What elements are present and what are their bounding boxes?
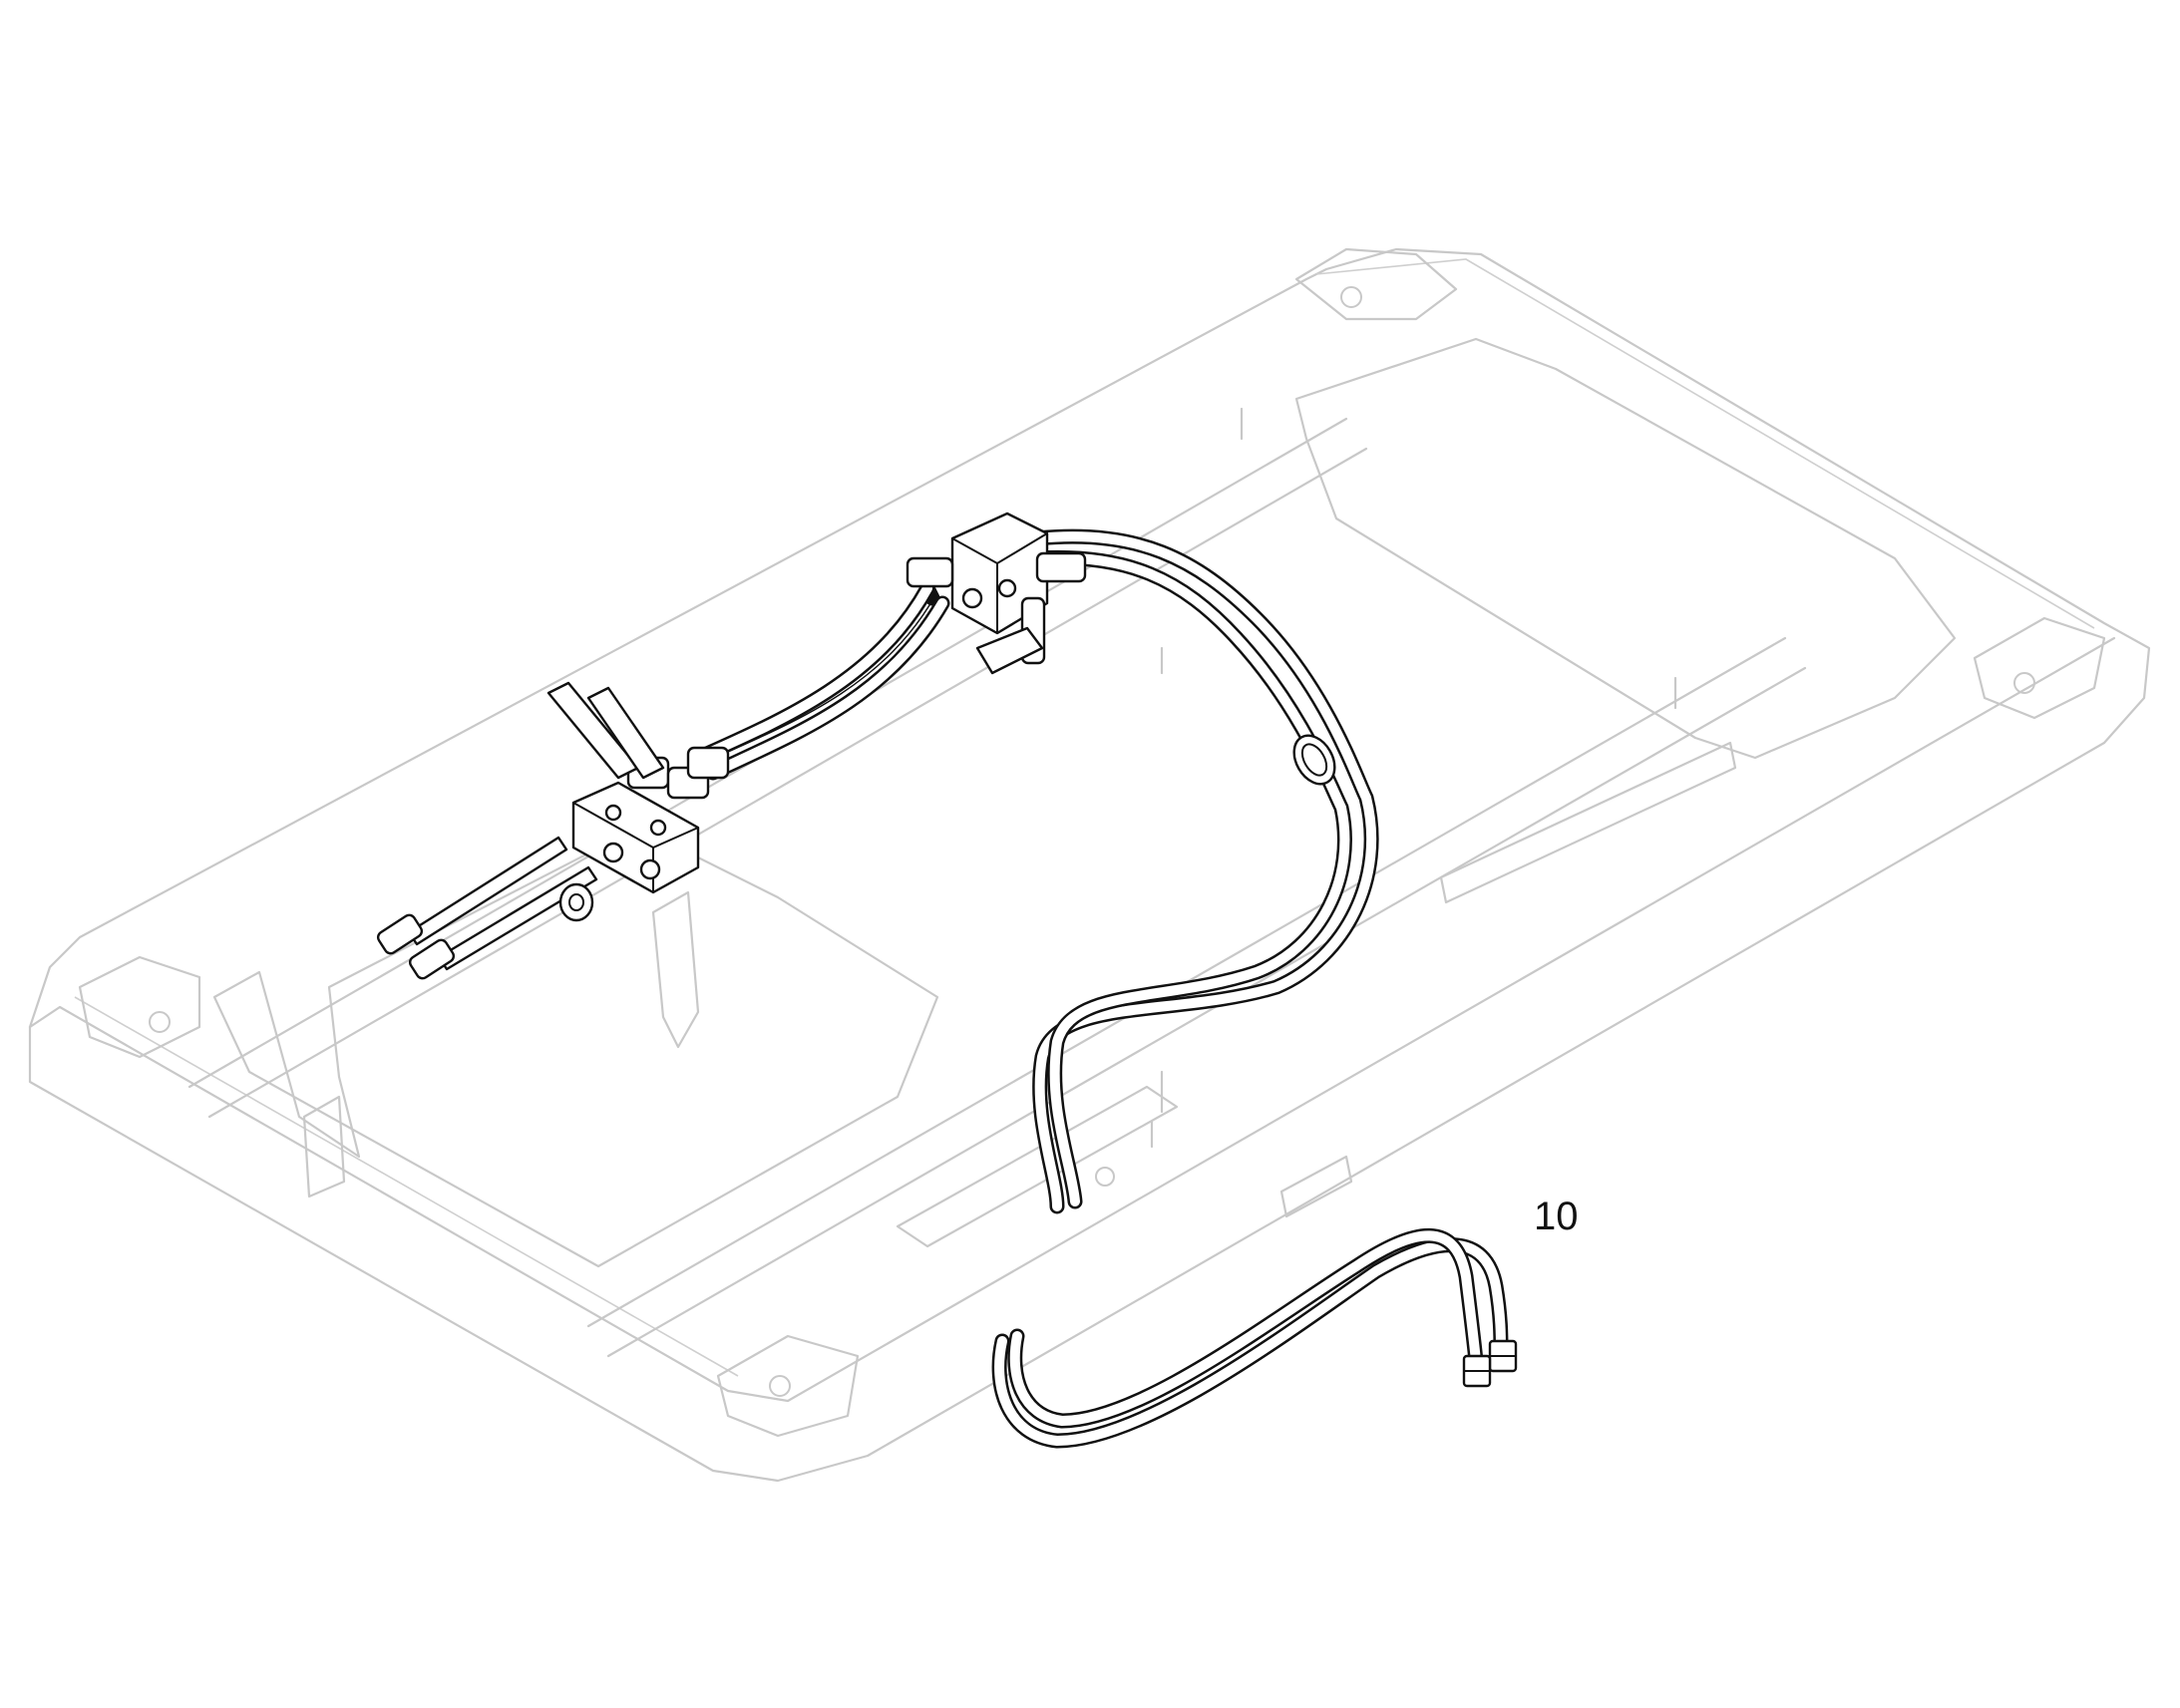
- callout-label: 10: [1534, 1195, 1579, 1238]
- pipe-end-fitting: [408, 938, 456, 980]
- frame-top-edge: [28, 636, 2116, 1403]
- pipe-end-fitting: [376, 913, 424, 955]
- corner-pad-top: [1294, 247, 1458, 321]
- frame-inner-edge: [74, 258, 2095, 1377]
- top-valve-block: [906, 512, 1087, 675]
- frame-right-opening: [1294, 337, 1957, 760]
- hex-nut: [558, 882, 594, 922]
- frame-hole: [2013, 672, 2035, 694]
- frame-hole: [149, 1011, 171, 1033]
- frame-hole: [1340, 286, 1362, 308]
- frame-hole: [1095, 1167, 1115, 1187]
- base-frame: [28, 247, 2151, 1483]
- frame-rail-front: [187, 417, 1368, 1119]
- bolt-stud: [1150, 407, 1677, 1149]
- corner-pad-bottom: [716, 1334, 860, 1438]
- hydraulic-hoses: [690, 528, 1518, 1449]
- corner-pad-right: [1973, 616, 2106, 720]
- frame-hole: [769, 1375, 791, 1397]
- mounting-plate: [1439, 741, 1737, 904]
- left-valve-block: [376, 681, 730, 980]
- frame-outer-outline: [28, 247, 2151, 1483]
- corner-pad-left: [78, 955, 201, 1059]
- mounting-plate-small: [1279, 1155, 1353, 1218]
- under-frame-box: [302, 890, 700, 1198]
